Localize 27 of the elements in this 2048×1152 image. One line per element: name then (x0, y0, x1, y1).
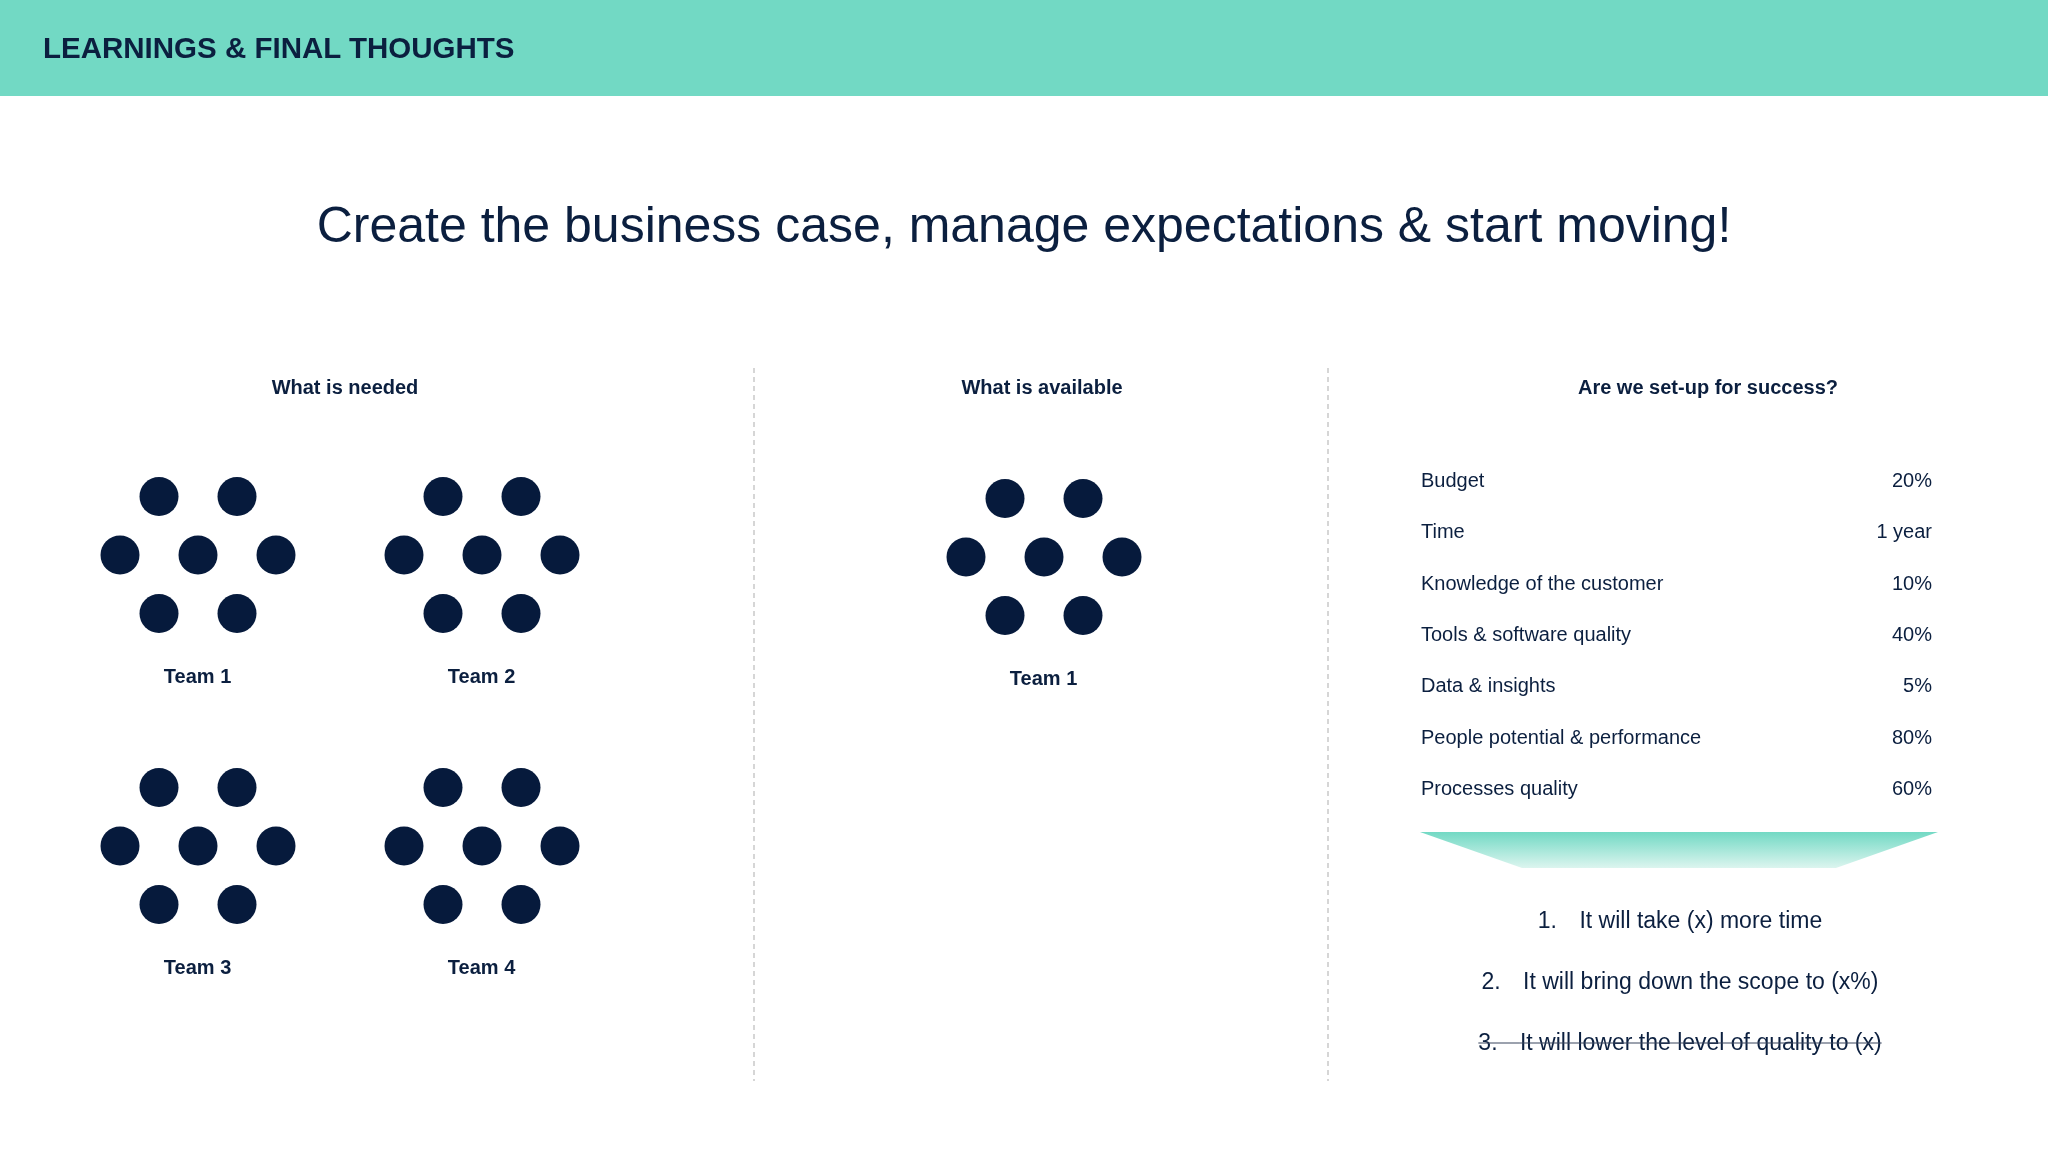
row-value: 80% (1891, 724, 1932, 749)
column-heading: Are we set-up for success? (1577, 375, 1839, 399)
team-label: Team 4 (447, 955, 516, 979)
row-value: 5% (1903, 673, 1932, 698)
row-label: Time (1421, 519, 1465, 544)
team-label: Team 1 (163, 664, 232, 688)
column-heading: What is needed (271, 375, 419, 399)
team-label: Team 3 (163, 955, 232, 979)
row-label: Processes quality (1421, 775, 1578, 800)
row-value: 10% (1891, 570, 1932, 595)
row-label: Data & insights (1421, 673, 1556, 698)
row-value: 40% (1891, 621, 1932, 646)
team-label: Team 1 (1009, 666, 1078, 690)
subtitle: Create the business case, manage expectations & start moving! (316, 196, 1732, 254)
column-heading: What is available (961, 375, 1123, 399)
row-label: Budget (1421, 468, 1485, 492)
row-label: People potential & performance (1421, 724, 1702, 749)
row-value: 1 year (1876, 519, 1932, 544)
team-label: Team 2 (447, 664, 516, 688)
page-title: LEARNINGS & FINAL THOUGHTS (43, 30, 515, 66)
row-label: Knowledge of the customer (1421, 570, 1664, 595)
list-item: 2. It will bring down the scope to (x%) (1481, 966, 1879, 996)
row-label: Tools & software quality (1421, 621, 1632, 646)
row-value: 20% (1891, 468, 1932, 492)
list-item: 1. It will take (x) more time (1537, 905, 1823, 935)
struck-list-item: 3. It will lower the level of quality to (x) (1478, 1027, 1882, 1057)
row-value: 60% (1891, 775, 1932, 800)
